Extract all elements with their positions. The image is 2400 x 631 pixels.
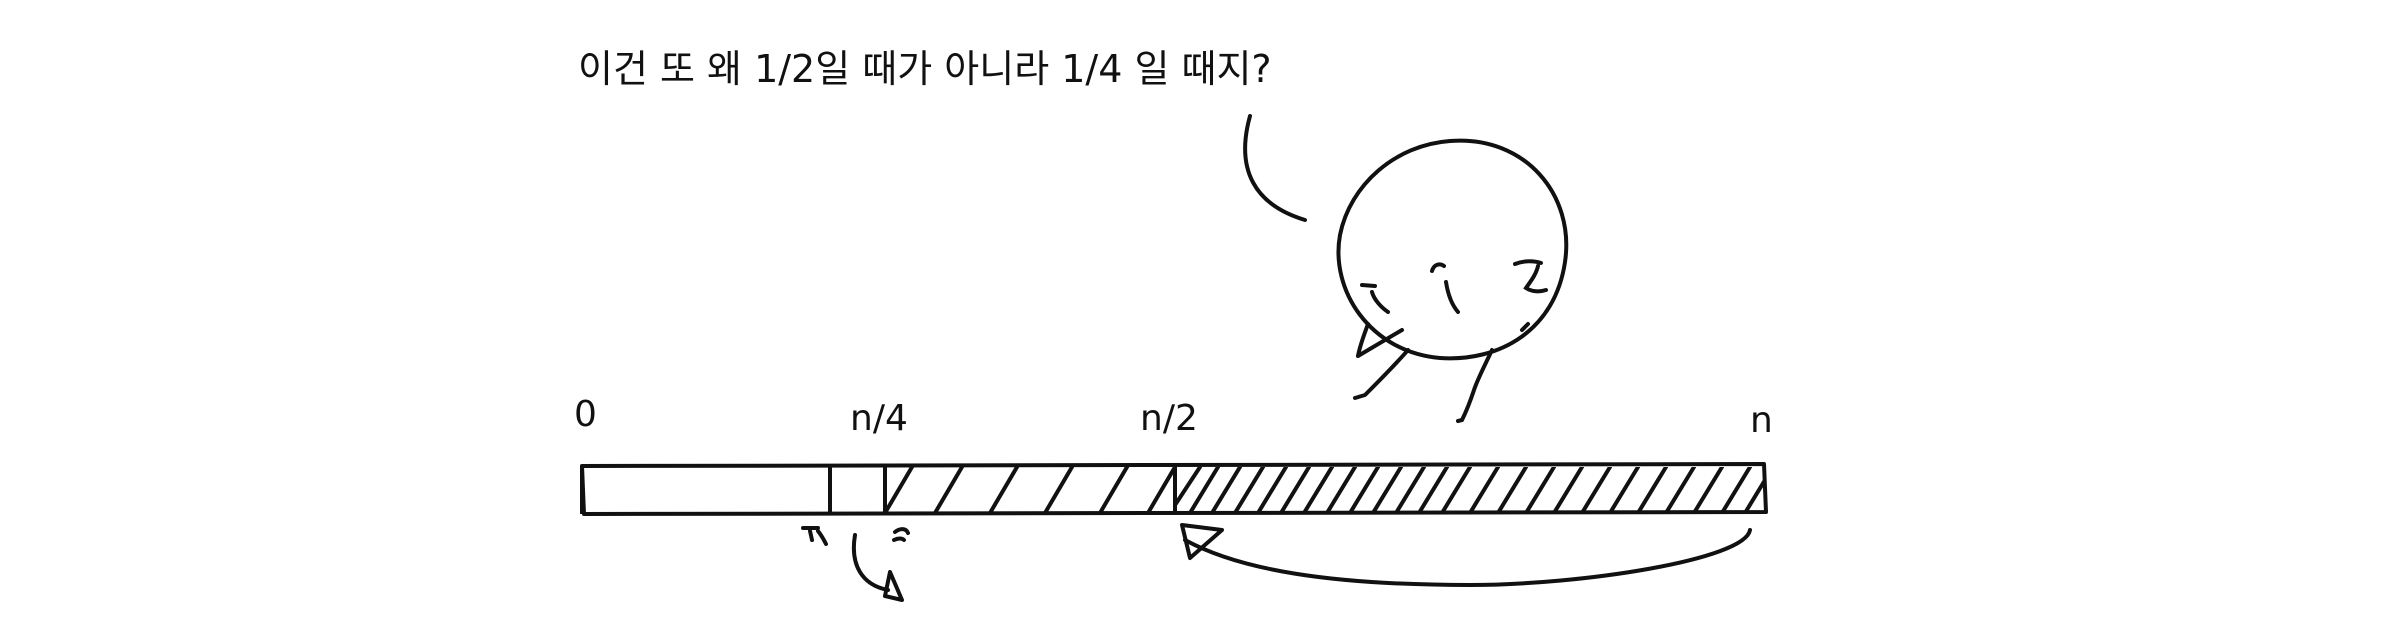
character-face-marks (1360, 259, 1548, 314)
speech-tail (1243, 114, 1307, 222)
number-line-bar (580, 462, 1768, 516)
large-curved-arrow (1183, 528, 1752, 588)
character (1336, 138, 1569, 423)
small-marks-right (892, 527, 910, 542)
character-limb-right (1456, 322, 1530, 423)
label-n-quarter: n/4 (850, 398, 908, 439)
label-zero: 0 (574, 394, 597, 435)
character-limb-left (1353, 322, 1410, 400)
speech-text: 이건 또 왜 1/2일 때가 아니라 1/4 일 때지? (578, 47, 1272, 91)
hatch-quarter-to-half (885, 467, 1175, 513)
large-arrowhead (1180, 523, 1224, 560)
small-arrowhead (883, 570, 904, 602)
hatch-half-to-n (1175, 467, 1765, 513)
small-marks-left (801, 526, 828, 546)
character-head (1336, 138, 1569, 361)
label-n-half: n/2 (1140, 398, 1198, 439)
small-curved-arrow (851, 533, 890, 592)
label-n: n (1750, 400, 1773, 441)
